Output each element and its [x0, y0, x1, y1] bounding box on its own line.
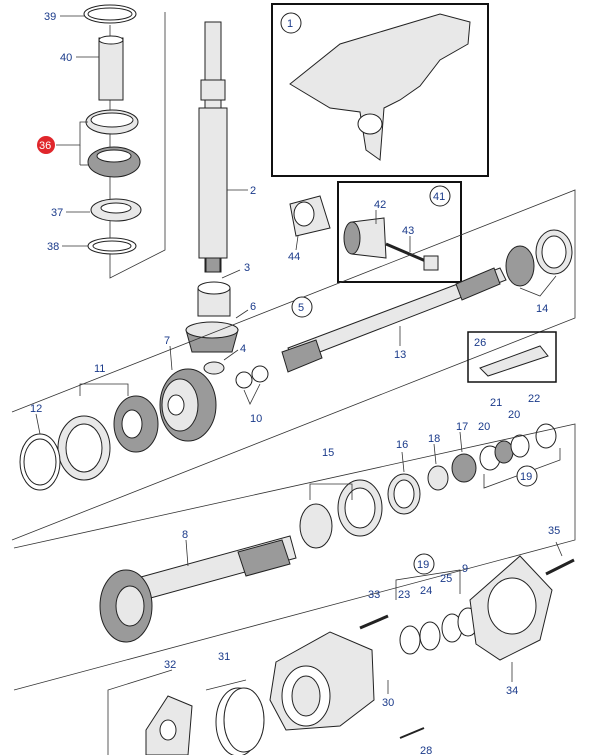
part-17-needle-bearing[interactable]	[451, 453, 477, 483]
callout-20a: 20	[508, 409, 520, 421]
callout-18: 18	[428, 433, 440, 445]
callout-25: 25	[440, 573, 452, 585]
callout-3: 3	[244, 262, 250, 274]
propshaft-group: 5 13 14 10 11 12	[11, 189, 576, 541]
callout-44: 44	[288, 251, 300, 263]
callout-31: 31	[218, 651, 230, 663]
callout-10: 10	[250, 413, 262, 425]
callout-7: 7	[164, 335, 170, 347]
callout-32: 32	[164, 659, 176, 671]
callout-20b: 20	[478, 421, 490, 433]
callout-8: 8	[182, 529, 188, 541]
housing-box	[271, 3, 489, 177]
callout-19b: 19	[417, 559, 429, 571]
callout-16: 16	[396, 439, 408, 451]
part-33-bolt[interactable]	[359, 614, 389, 630]
callout-34: 34	[506, 685, 518, 697]
callout-21: 21	[490, 397, 502, 409]
callout-35: 35	[548, 525, 560, 537]
part-28-screw[interactable]	[399, 727, 425, 739]
box-26-group: 26	[467, 331, 557, 383]
box-41-group: 41 42 43 44	[288, 181, 462, 283]
pinion-group: 3 6 4 7	[159, 262, 256, 442]
gear-housing-group: 1	[271, 3, 489, 177]
part-24-ring[interactable]	[419, 621, 441, 651]
callout-33: 33	[368, 589, 380, 601]
part-1-gear-housing[interactable]	[289, 13, 471, 161]
callout-13: 13	[394, 349, 406, 361]
callout-23: 23	[398, 589, 410, 601]
callout-36-badge[interactable]	[37, 136, 55, 154]
callout-30: 30	[382, 697, 394, 709]
callout-39: 39	[44, 11, 56, 23]
callout-15: 15	[322, 447, 334, 459]
callout-9: 9	[462, 563, 468, 575]
small-parts-group: 16 18 17 21 20 22 20 19	[387, 393, 561, 515]
callout-14: 14	[536, 303, 548, 315]
box-26	[467, 331, 557, 383]
callout-1: 1	[287, 18, 293, 30]
part-14-bearing-cone[interactable]	[505, 245, 535, 287]
driveshaft-group: 2	[198, 21, 256, 273]
bearing-stack-group: 39 40 36 37 38	[37, 4, 166, 279]
bottom-assembly-group: 35 19 9 25 23 24 33 34 30 32 31 28	[107, 525, 575, 755]
part-43-bolt[interactable]	[385, 242, 429, 264]
lower-shaft-group: 15 8	[13, 423, 576, 691]
callout-17: 17	[456, 421, 468, 433]
callout-37: 37	[51, 207, 63, 219]
part-10-ring[interactable]	[235, 371, 253, 389]
part-35-bolt[interactable]	[545, 558, 575, 576]
part-22-seal[interactable]	[535, 423, 557, 449]
callout-11: 11	[94, 363, 105, 375]
callout-41: 41	[433, 191, 445, 203]
callout-2: 2	[250, 185, 256, 197]
callout-42: 42	[374, 199, 386, 211]
box-41	[337, 181, 462, 283]
callout-12: 12	[30, 403, 42, 415]
callout-5: 5	[298, 302, 304, 314]
callout-26: 26	[474, 337, 486, 349]
callout-40: 40	[60, 52, 72, 64]
part-23-ring[interactable]	[399, 625, 421, 655]
callout-43: 43	[402, 225, 414, 237]
callout-28: 28	[420, 745, 432, 755]
part-15-bearing-cone[interactable]	[299, 503, 333, 549]
callout-38: 38	[47, 241, 59, 253]
part-4-nut[interactable]	[203, 361, 225, 375]
part-18-ring[interactable]	[427, 465, 449, 491]
callout-4: 4	[240, 343, 246, 355]
part-40-sleeve[interactable]	[98, 37, 124, 101]
callout-36: 36	[39, 140, 51, 152]
callout-22: 22	[528, 393, 540, 405]
callout-19a: 19	[520, 471, 532, 483]
callout-6: 6	[250, 301, 256, 313]
part-26-sealant-tube[interactable]	[479, 345, 549, 377]
callout-24: 24	[420, 585, 432, 597]
